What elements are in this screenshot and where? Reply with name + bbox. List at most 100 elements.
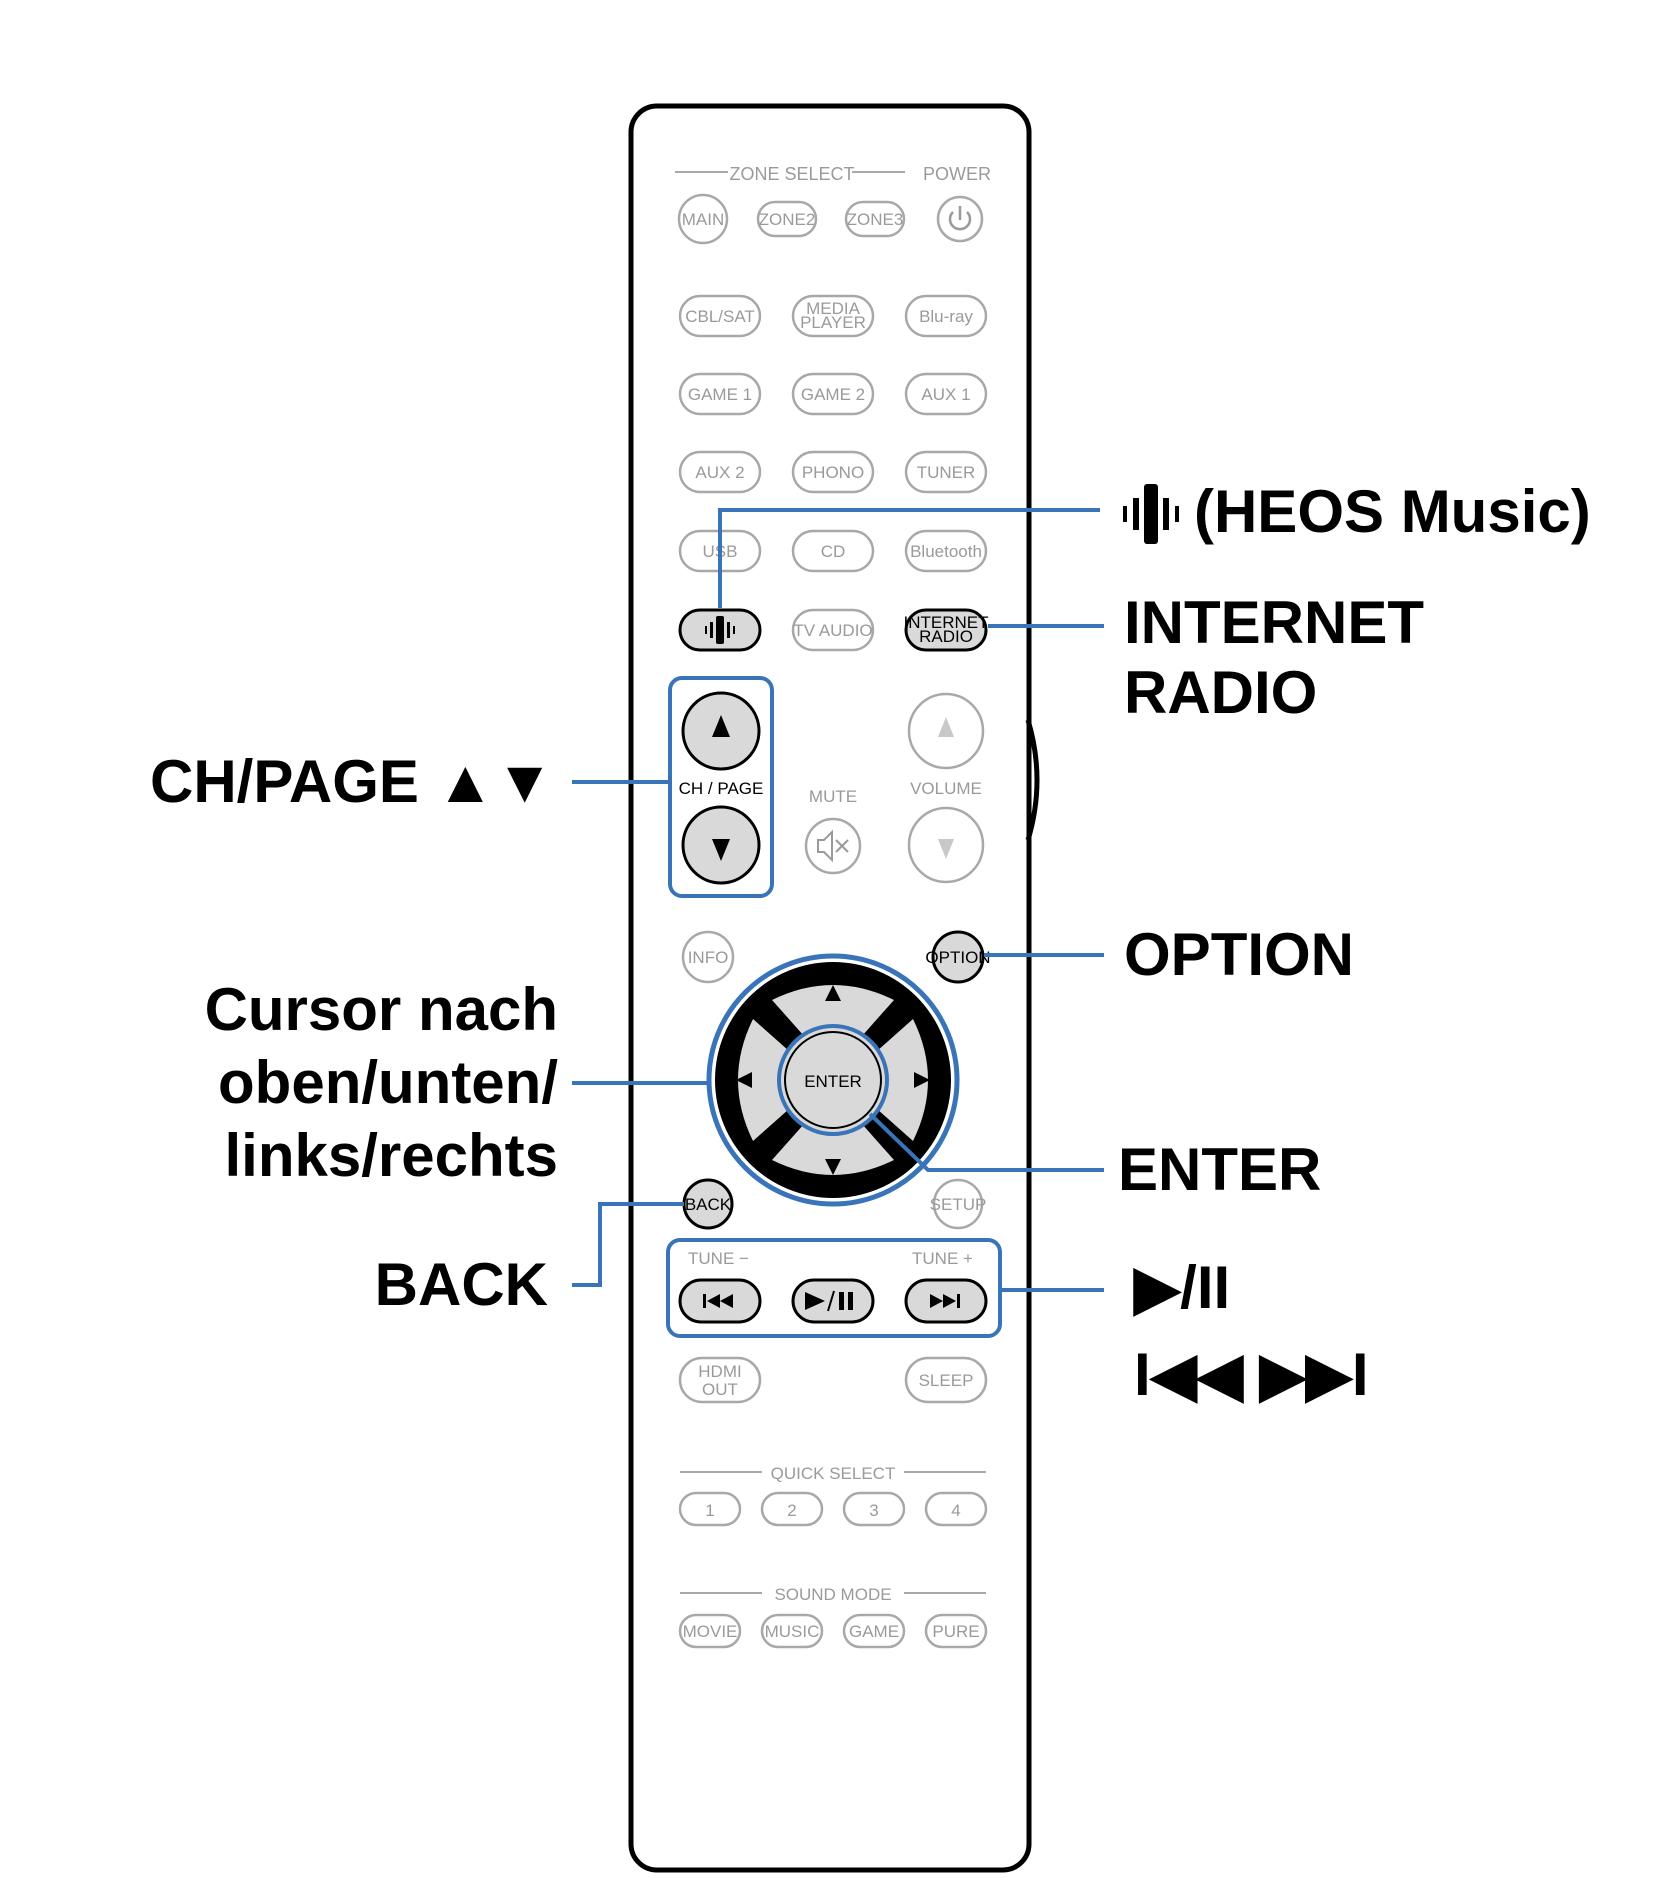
cursor-pad: ENTER: [706, 953, 960, 1207]
svg-text:MEDIA: MEDIA: [806, 299, 861, 318]
quick-select-4-button[interactable]: 4: [924, 1491, 988, 1527]
heos-music-label: (HEOS Music): [1194, 478, 1591, 545]
back-callout-label: BACK: [375, 1251, 548, 1318]
svg-text:PLAYER: PLAYER: [800, 313, 866, 332]
cbl-sat-button[interactable]: CBL/SAT: [678, 294, 762, 338]
right-arrow-icon: [914, 1072, 930, 1088]
svg-text:SETUP: SETUP: [930, 1195, 987, 1214]
enter-callout-label: ENTER: [1118, 1136, 1321, 1203]
previous-track-button[interactable]: [678, 1278, 762, 1324]
svg-text:1: 1: [705, 1501, 714, 1520]
up-arrow-icon: [825, 985, 841, 1001]
cursor-label-2: oben/unten/: [218, 1049, 558, 1116]
play-pause-button[interactable]: [791, 1278, 875, 1324]
up-triangle-icon: [712, 715, 730, 737]
ch-page-up-button[interactable]: [681, 691, 761, 771]
ch-page-down-button[interactable]: [681, 805, 761, 885]
svg-text:GAME: GAME: [849, 1622, 899, 1641]
volume-down-button[interactable]: [907, 806, 985, 884]
option-button[interactable]: OPTION: [925, 930, 991, 984]
mute-icon: [817, 829, 849, 863]
phono-button[interactable]: PHONO: [791, 450, 875, 494]
media-player-button[interactable]: MEDIA PLAYER: [791, 294, 875, 338]
svg-text:PURE: PURE: [932, 1622, 979, 1641]
cursor-up-button[interactable]: [772, 985, 894, 1036]
back-callout-line: [572, 1202, 684, 1287]
zone3-button[interactable]: ZONE3: [844, 200, 906, 238]
svg-text:PHONO: PHONO: [802, 463, 864, 482]
tuner-button[interactable]: TUNER: [904, 450, 988, 494]
back-button[interactable]: BACK: [682, 1178, 734, 1230]
svg-text:RADIO: RADIO: [919, 627, 973, 646]
svg-text:ZONE2: ZONE2: [759, 210, 816, 229]
previous-track-icon: [703, 1294, 733, 1308]
heos-callout-line: [718, 508, 1100, 608]
setup-button[interactable]: SETUP: [930, 1178, 987, 1230]
tv-audio-button[interactable]: TV AUDIO: [791, 608, 875, 652]
svg-text:AUX 2: AUX 2: [695, 463, 744, 482]
internet-radio-button[interactable]: INTERNET RADIO: [904, 608, 989, 652]
svg-text:GAME 2: GAME 2: [801, 385, 865, 404]
svg-text:OUT: OUT: [702, 1380, 738, 1399]
bluetooth-button[interactable]: Bluetooth: [904, 529, 988, 573]
sleep-button[interactable]: SLEEP: [904, 1356, 988, 1404]
aux1-button[interactable]: AUX 1: [904, 372, 988, 416]
svg-text:CBL/SAT: CBL/SAT: [685, 307, 755, 326]
svg-text:GAME 1: GAME 1: [688, 385, 752, 404]
mute-button[interactable]: [804, 817, 862, 875]
down-triangle-icon: [712, 839, 730, 861]
cd-button[interactable]: CD: [791, 529, 875, 573]
cursor-label-1: Cursor nach: [205, 976, 558, 1043]
sound-mode-label: SOUND MODE: [774, 1585, 891, 1604]
down-arrow-icon: [825, 1159, 841, 1175]
aux2-button[interactable]: AUX 2: [678, 450, 762, 494]
power-icon: [948, 206, 972, 231]
svg-text:BACK: BACK: [685, 1195, 732, 1214]
quick-select-1-button[interactable]: 1: [678, 1491, 742, 1527]
cursor-down-button[interactable]: [772, 1124, 894, 1175]
tune-plus-label: TUNE +: [912, 1249, 973, 1268]
cursor-right-button[interactable]: [877, 1019, 928, 1141]
remote-side-bulge: [1025, 719, 1040, 841]
ch-page-label: CH / PAGE: [679, 779, 764, 798]
play-pause-icon: [805, 1290, 853, 1312]
power-button[interactable]: [936, 195, 984, 243]
enter-button[interactable]: ENTER: [777, 1024, 889, 1136]
ch-page-callout-label: CH/PAGE ▲▼: [150, 748, 554, 815]
internet-radio-label-1: INTERNET: [1124, 589, 1424, 656]
svg-text:MAIN: MAIN: [682, 210, 725, 229]
next-track-button[interactable]: [904, 1278, 988, 1324]
svg-text:AUX 1: AUX 1: [921, 385, 970, 404]
volume-up-button[interactable]: [907, 692, 985, 770]
game2-button[interactable]: GAME 2: [791, 372, 875, 416]
mute-label: MUTE: [809, 787, 857, 806]
svg-text:INFO: INFO: [688, 948, 729, 967]
cursor-left-button[interactable]: [738, 1019, 789, 1141]
quick-select-3-button[interactable]: 3: [842, 1491, 906, 1527]
zone-main-button[interactable]: MAIN: [677, 193, 729, 245]
game-button[interactable]: GAME: [842, 1613, 906, 1649]
enter-callout-line: [868, 1112, 1104, 1172]
info-button[interactable]: INFO: [681, 930, 735, 984]
game1-button[interactable]: GAME 1: [678, 372, 762, 416]
svg-text:ENTER: ENTER: [804, 1072, 862, 1091]
pure-button[interactable]: PURE: [924, 1613, 988, 1649]
svg-text:OPTION: OPTION: [925, 948, 990, 967]
svg-text:3: 3: [869, 1501, 878, 1520]
music-button[interactable]: MUSIC: [760, 1613, 824, 1649]
svg-text:HDMI: HDMI: [698, 1362, 741, 1381]
zone2-button[interactable]: ZONE2: [756, 200, 818, 238]
quick-select-label: QUICK SELECT: [771, 1464, 896, 1483]
cursor-label-3: links/rechts: [225, 1122, 559, 1189]
quick-select-2-button[interactable]: 2: [760, 1491, 824, 1527]
movie-button[interactable]: MOVIE: [678, 1613, 742, 1649]
svg-text:SLEEP: SLEEP: [919, 1371, 974, 1390]
hdmi-out-button[interactable]: HDMI OUT: [678, 1356, 762, 1404]
bluray-button[interactable]: Blu-ray: [904, 294, 988, 338]
heos-icon: [705, 616, 735, 644]
zone-select-label: ZONE SELECT: [729, 164, 854, 184]
power-label: POWER: [923, 164, 991, 184]
heos-music-button[interactable]: [678, 608, 762, 652]
heos-icon: [1123, 484, 1179, 544]
